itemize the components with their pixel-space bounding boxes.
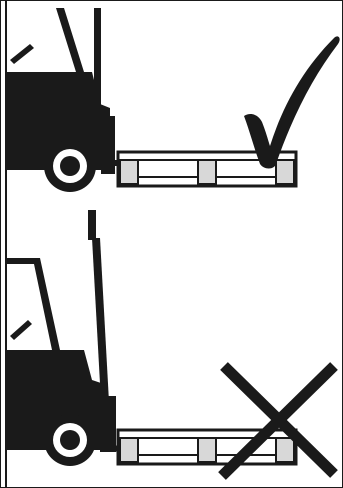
- forklift-icon: [6, 210, 240, 452]
- panel-incorrect: [6, 210, 334, 476]
- panel-correct: [6, 8, 340, 192]
- checkmark-icon: [244, 36, 340, 168]
- forklift-wheel: [44, 140, 96, 192]
- forklift-wheel: [44, 414, 96, 466]
- forklift-icon: [6, 8, 182, 174]
